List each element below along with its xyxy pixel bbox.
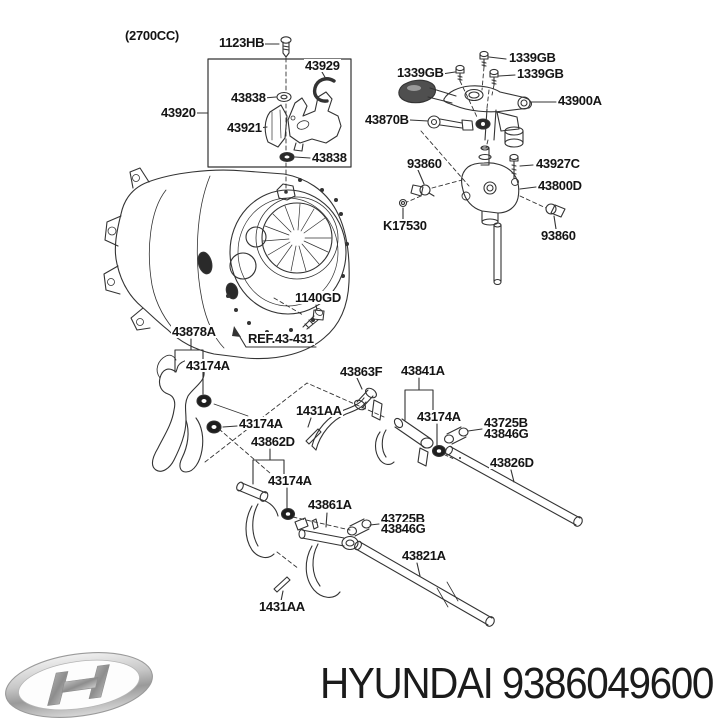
label-43846g-2: 43846G (380, 521, 427, 536)
label-1431aa-1: 1431AA (295, 403, 343, 418)
label-43838-1: 43838 (230, 90, 267, 105)
grommet-43838-lower-icon (279, 151, 311, 163)
label-1123hb: 1123HB (218, 35, 266, 50)
shift-shaft-complex-43800d-drawing (420, 89, 537, 286)
link-43870b-icon (409, 115, 474, 131)
ref-callout (232, 326, 317, 348)
part-number: 9386049600 (501, 659, 715, 708)
hyundai-logo (5, 652, 153, 718)
clip-43929-icon (312, 71, 336, 103)
label-43174a-4: 43174A (416, 409, 462, 424)
pin-1431aa-lower-icon (273, 576, 291, 602)
shift-forks-drawing (151, 338, 583, 627)
label-43920: 43920 (160, 105, 197, 120)
grommet-43838-upper-icon (263, 91, 292, 103)
sensor-93860-upper-icon (406, 169, 463, 203)
fork-43862d-drawing (236, 448, 351, 570)
label-93860-1: 93860 (406, 156, 443, 171)
sleeve-43725b-upper-icon (443, 426, 483, 445)
spoked-opening (262, 203, 332, 272)
rod-43826d-drawing (445, 445, 583, 527)
label-43927c: 43927C (535, 156, 581, 171)
label-1339gb-3: 1339GB (516, 66, 565, 81)
bolt-1140gd-icon (273, 297, 325, 330)
label-43846g-1: 43846G (483, 426, 530, 441)
bolt-43927c-icon (509, 153, 534, 179)
label-43174a-3: 43174A (267, 473, 313, 488)
label-engine-variant: (2700CC) (124, 28, 180, 43)
label-43863f: 43863F (339, 364, 384, 379)
label-43841a: 43841A (400, 363, 446, 378)
label-43725b-2: 43725B (380, 511, 426, 526)
label-k17530: K17530 (382, 218, 428, 233)
brand-name: HYUNDAI (320, 659, 494, 708)
label-43921: 43921 (226, 120, 263, 135)
label-43870b: 43870B (364, 112, 410, 127)
sensor-93860-lower-icon (519, 195, 566, 230)
label-43838-2: 43838 (311, 150, 348, 165)
pin-1431aa-upper-icon (305, 417, 322, 445)
label-1140gd: 1140GD (294, 290, 342, 305)
label-43826d: 43826D (489, 455, 535, 470)
label-43900a: 43900A (557, 93, 603, 108)
screw-1123hb-icon (261, 36, 292, 58)
fork-43861a-drawing (294, 512, 359, 598)
bracket-43921-drawing (258, 91, 342, 152)
rod-43821a-drawing (354, 540, 495, 627)
label-43725b-1: 43725B (483, 415, 529, 430)
fork-43863f-drawing (311, 377, 383, 451)
label-93860-2: 93860 (540, 228, 577, 243)
sleeve-43725b-lower-icon (346, 518, 380, 537)
label-43800d: 43800D (537, 178, 583, 193)
label-43174a-2: 43174A (238, 416, 284, 431)
label-43929: 43929 (304, 58, 341, 73)
label-1431aa-2: 1431AA (258, 599, 306, 614)
label-43821a: 43821A (401, 548, 447, 563)
mounting-bracket-box-drawing (196, 36, 352, 193)
label-ref-43-431: REF.43-431 (247, 331, 315, 346)
label-1339gb-2: 1339GB (396, 65, 445, 80)
transmission-case-drawing (103, 167, 350, 360)
label-43174a-1: 43174A (185, 358, 231, 373)
stud-k17530-icon (398, 198, 408, 220)
bolt-1339gb-icons (441, 50, 516, 118)
label-43861a: 43861A (307, 497, 353, 512)
label-43862d: 43862D (250, 434, 296, 449)
label-1339gb-1: 1339GB (508, 50, 557, 65)
fork-43841a-drawing (374, 377, 455, 467)
shift-control-assembly-drawing (398, 50, 566, 286)
label-43878a: 43878A (171, 324, 217, 339)
